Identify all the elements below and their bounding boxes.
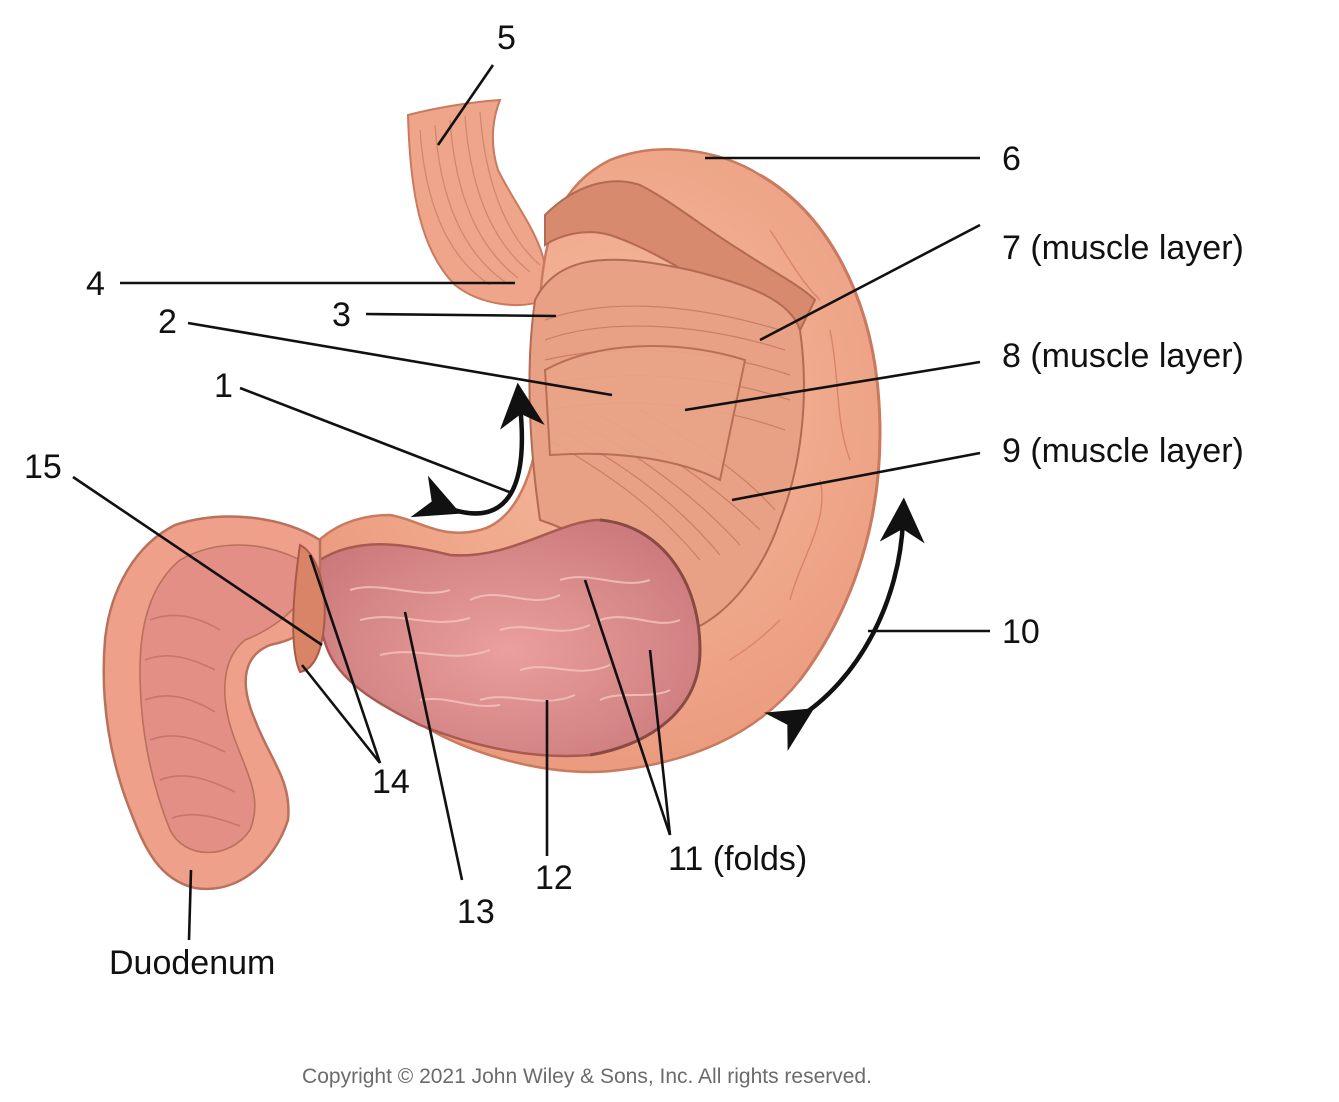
label-1: 1 xyxy=(214,367,233,405)
leader-5 xyxy=(436,64,495,146)
leader-11a xyxy=(583,579,672,836)
leader-14b xyxy=(300,664,382,764)
copyright-notice: Copyright © 2021 John Wiley & Sons, Inc.… xyxy=(302,1065,872,1088)
label-15: 15 xyxy=(24,448,62,486)
leader-8 xyxy=(684,360,981,412)
leader-14a xyxy=(308,554,382,764)
leader-1 xyxy=(239,386,513,495)
label-12: 12 xyxy=(535,859,573,897)
leader-7 xyxy=(759,223,981,342)
duodenum-folds xyxy=(144,614,241,827)
label-3: 3 xyxy=(332,296,351,334)
label-6: 6 xyxy=(1002,140,1021,178)
leader-9 xyxy=(731,451,981,502)
leader-3 xyxy=(365,312,557,318)
curvature-arrow-greater xyxy=(764,497,925,751)
rugae-folds xyxy=(349,576,681,707)
label-5: 5 xyxy=(497,19,516,57)
leader-11b xyxy=(648,649,672,836)
label-4: 4 xyxy=(86,265,105,303)
label-duodenum: Duodenum xyxy=(109,944,275,982)
label-8: 8 (muscle layer) xyxy=(1002,337,1244,375)
stomach-wall-rim xyxy=(589,518,702,757)
gastric-mucosa xyxy=(316,518,702,758)
label-9: 9 (muscle layer) xyxy=(1002,432,1244,470)
esophagus xyxy=(406,98,548,306)
middle-muscle-band xyxy=(543,345,747,482)
label-2: 2 xyxy=(158,303,177,341)
label-7: 7 (muscle layer) xyxy=(1002,229,1244,267)
leader-15 xyxy=(72,475,323,647)
leader-duodenum xyxy=(187,869,193,941)
label-10: 10 xyxy=(1002,613,1040,651)
label-13: 13 xyxy=(457,893,495,931)
label-11: 11 (folds) xyxy=(668,840,807,878)
esophagus-striations xyxy=(419,111,541,286)
curvature-arrow-lesser xyxy=(410,382,545,518)
leader-13 xyxy=(403,611,464,881)
label-14: 14 xyxy=(372,763,410,801)
